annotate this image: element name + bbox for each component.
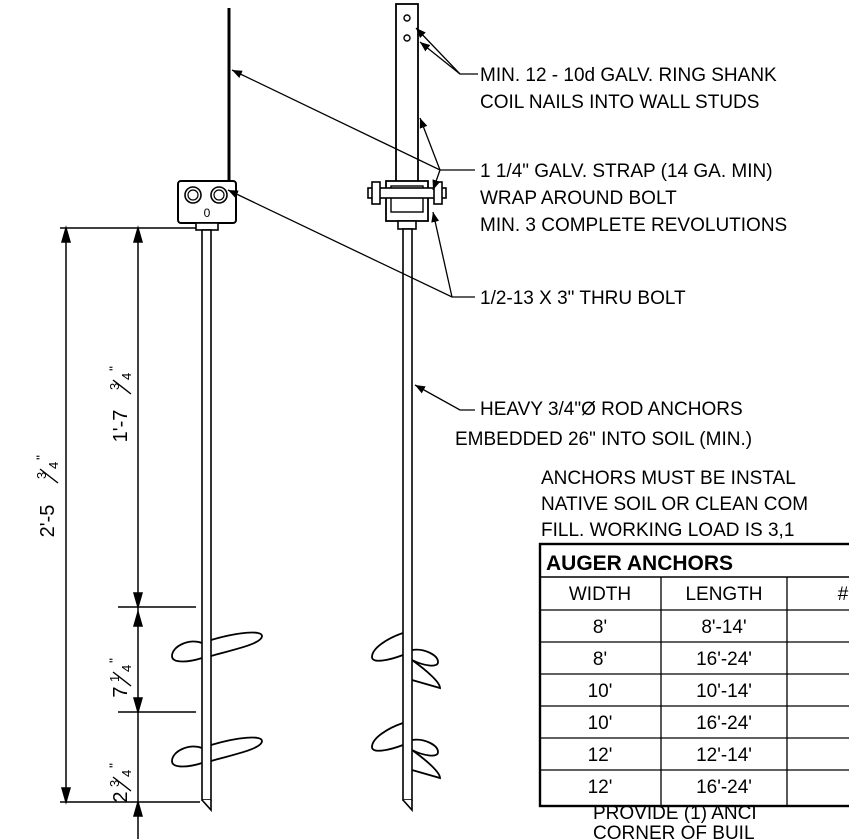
dim-pitch-text: 7 — [110, 686, 132, 697]
note-rod-2: EMBEDDED 26" INTO SOIL (MIN.) — [455, 429, 752, 450]
dim-tip: 2 3 4 " — [106, 763, 134, 803]
auger-anchors-table: AUGER ANCHORS WIDTH LENGTH # 8' 8'-14' 8… — [538, 542, 849, 808]
svg-text:3: 3 — [107, 780, 122, 787]
table-cell-width: 10' — [588, 713, 613, 734]
svg-text:4: 4 — [119, 770, 134, 777]
table-cell-length: 12'-14' — [696, 745, 752, 766]
right-strap — [395, 3, 419, 191]
table-row: 12' 12'-14' — [588, 745, 752, 766]
note-install-2: NATIVE SOIL OR CLEAN COM — [541, 494, 808, 515]
note-rod-1: HEAVY 3/4"Ø ROD ANCHORS — [480, 399, 743, 420]
table-cell-width: 10' — [588, 681, 613, 702]
dim-overall: 2'-5 3 4 " — [33, 455, 61, 537]
dim-tip-text: 2 — [110, 791, 132, 802]
table-cell-width: 8' — [593, 617, 607, 638]
svg-text:2: 2 — [110, 791, 132, 802]
dim-upper-text: 1'-7 — [110, 410, 132, 443]
note-nails-2: COIL NAILS INTO WALL STUDS — [480, 92, 759, 113]
note-provide-2: CORNER OF BUIL — [593, 823, 755, 839]
svg-text:3: 3 — [107, 383, 122, 390]
svg-text:1'-7: 1'-7 — [110, 410, 132, 443]
table-cell-length: 16'-24' — [696, 713, 752, 734]
bracket-mark: 0 — [204, 206, 211, 220]
table-cell-length: 8'-14' — [701, 617, 746, 638]
table-cell-width: 12' — [588, 745, 613, 766]
note-strap-1: 1 1/4" GALV. STRAP (14 GA. MIN) — [480, 161, 773, 182]
table-row: 8' 16'-24' — [593, 649, 752, 670]
table-title: AUGER ANCHORS — [546, 552, 733, 575]
left-helix-lower — [171, 736, 263, 768]
note-install-1: ANCHORS MUST BE INSTAL — [541, 468, 796, 489]
table-header-count: # — [838, 584, 849, 605]
svg-text:": " — [33, 455, 49, 460]
svg-text:4: 4 — [119, 665, 134, 672]
right-rod — [402, 228, 413, 801]
left-helix-upper — [171, 631, 263, 663]
callout-notes: MIN. 12 - 10d GALV. RING SHANK COIL NAIL… — [455, 65, 808, 839]
svg-text:": " — [106, 658, 122, 663]
nail-hole-icon — [403, 34, 411, 42]
svg-text:1: 1 — [107, 675, 122, 682]
table-cell-length: 10'-14' — [696, 681, 752, 702]
note-provide-1: PROVIDE (1) ANCI — [593, 803, 757, 824]
left-rod — [201, 229, 212, 801]
through-bolt — [367, 187, 447, 199]
table-cell-width: 8' — [593, 649, 607, 670]
table-row: 8' 8'-14' — [593, 617, 747, 638]
nail-hole-icon — [403, 14, 411, 22]
table-header-length: LENGTH — [685, 584, 762, 605]
note-strap-3: MIN. 3 COMPLETE REVOLUTIONS — [480, 215, 787, 236]
dimension-lines — [60, 225, 200, 839]
svg-text:2'-5: 2'-5 — [37, 505, 59, 538]
right-anchor — [367, 3, 447, 813]
right-helix-lower — [371, 722, 441, 780]
table-header-width: WIDTH — [569, 584, 631, 605]
table-cell-length: 16'-24' — [696, 649, 752, 670]
svg-text:": " — [106, 366, 122, 371]
bolt-head-icon — [184, 186, 228, 204]
svg-text:4: 4 — [119, 373, 134, 380]
leader-lines — [227, 27, 478, 411]
svg-text:7: 7 — [110, 686, 132, 697]
note-install-3: FILL. WORKING LOAD IS 3,1 — [541, 520, 794, 541]
note-bolt: 1/2-13 X 3" THRU BOLT — [480, 288, 686, 309]
table-row: 10' 16'-24' — [588, 713, 752, 734]
left-anchor: 0 — [171, 8, 263, 813]
table-cell-length: 16'-24' — [696, 777, 752, 798]
dim-upper: 1'-7 3 4 " — [106, 366, 134, 442]
note-strap-2: WRAP AROUND BOLT — [480, 188, 677, 209]
table-row: 10' 10'-14' — [588, 681, 752, 702]
table-row: 12' 16'-24' — [588, 777, 752, 798]
dim-overall-text: 2'-5 — [37, 505, 59, 538]
svg-text:4: 4 — [46, 462, 61, 469]
right-helix-upper — [371, 632, 441, 690]
note-nails-1: MIN. 12 - 10d GALV. RING SHANK — [480, 65, 777, 86]
table-cell-width: 12' — [588, 777, 613, 798]
dim-pitch: 7 1 4 " — [106, 658, 134, 698]
svg-text:3: 3 — [34, 472, 49, 479]
svg-text:": " — [106, 763, 122, 768]
